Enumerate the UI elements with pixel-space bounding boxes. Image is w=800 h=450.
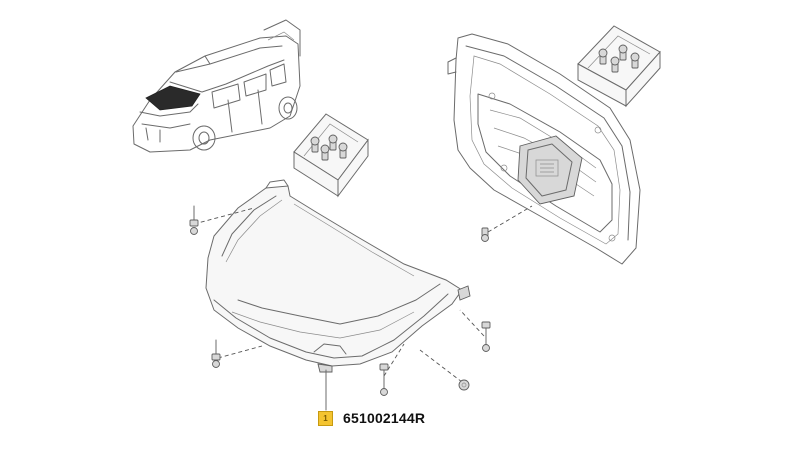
hood-nut-right: [419, 349, 470, 391]
hood-bolt-right: [459, 309, 491, 352]
fastener-kit-box-2: [577, 25, 661, 108]
hood-bolt-top-left: [189, 205, 255, 235]
hood-clip-right: [457, 285, 471, 301]
box-1-screws: [310, 134, 348, 161]
part-number-label[interactable]: 651002144R: [343, 410, 426, 426]
hood-bolt-bottom-left: [211, 339, 263, 368]
part-callout: 1 651002144R: [318, 410, 426, 426]
callout-marker[interactable]: 1: [318, 410, 333, 426]
tailgate-panel: [447, 33, 641, 265]
fastener-kit-box-1: [293, 113, 369, 198]
box-2-screws: [598, 44, 640, 73]
hood-panel: [205, 179, 463, 373]
tailgate-bolt: [481, 205, 533, 242]
hood-bolt-bottom-center: [379, 343, 405, 396]
vehicle-overview: [132, 19, 301, 153]
